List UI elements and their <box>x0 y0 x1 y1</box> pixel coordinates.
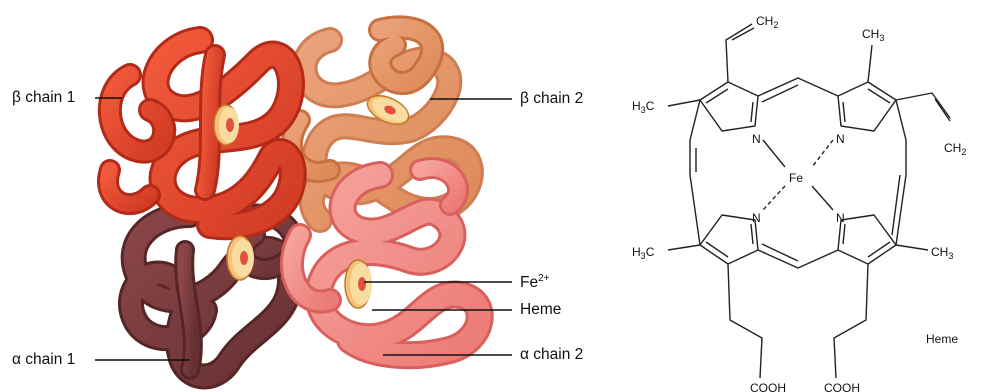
svg-text:H3C: H3C <box>632 245 655 261</box>
nitrogen-label-bottom-right: N <box>836 211 845 225</box>
beta-chain-1-label: β chain 1 <box>12 90 75 106</box>
svg-text:CH3: CH3 <box>931 245 953 261</box>
beta-chain-2-label: β chain 2 <box>520 91 583 107</box>
iron-charge: 2+ <box>538 273 549 284</box>
svg-text:H3C: H3C <box>632 99 655 115</box>
iron-label: Fe2+ <box>520 274 550 291</box>
vinyl-right-label: CH <box>944 141 961 155</box>
heme-structure-labels: CH2 CH3 H3C CH2 H3C CH3 N N N N Fe COOH … <box>632 14 966 392</box>
vinyl-top-label: CH <box>756 14 773 28</box>
heme-label: Heme <box>520 302 561 318</box>
svg-text:CH2: CH2 <box>756 14 778 30</box>
iron-symbol: Fe <box>520 274 538 291</box>
methyl-right-bottom-label: CH <box>931 245 948 259</box>
methyl-left-bottom-label: H <box>632 245 641 259</box>
carboxyl-right-label: COOH <box>824 381 860 392</box>
nitrogen-label-top-right: N <box>836 132 845 146</box>
nitrogen-label-bottom-left: N <box>752 211 761 225</box>
methyl-left-top-label: H <box>632 99 641 113</box>
alpha-chain-2-label: α chain 2 <box>520 347 583 363</box>
svg-text:CH2: CH2 <box>944 141 966 157</box>
heme-structure <box>668 24 950 378</box>
heme-disk-beta-1 <box>214 105 239 145</box>
heme-structure-caption: Heme <box>926 332 958 346</box>
beta-chain-2-ribbon <box>292 27 471 220</box>
heme-disk-alpha-1 <box>227 236 254 280</box>
iron-center-label: Fe <box>789 171 803 185</box>
svg-text:CH3: CH3 <box>862 27 884 43</box>
beta-chain-1-ribbon <box>108 40 293 226</box>
methyl-top-label: CH <box>862 27 879 41</box>
heme-disk-alpha-2 <box>345 260 372 308</box>
alpha-chain-1-label: α chain 1 <box>12 352 75 368</box>
carboxyl-left-label: COOH <box>750 381 786 392</box>
nitrogen-label-top-left: N <box>752 132 761 146</box>
